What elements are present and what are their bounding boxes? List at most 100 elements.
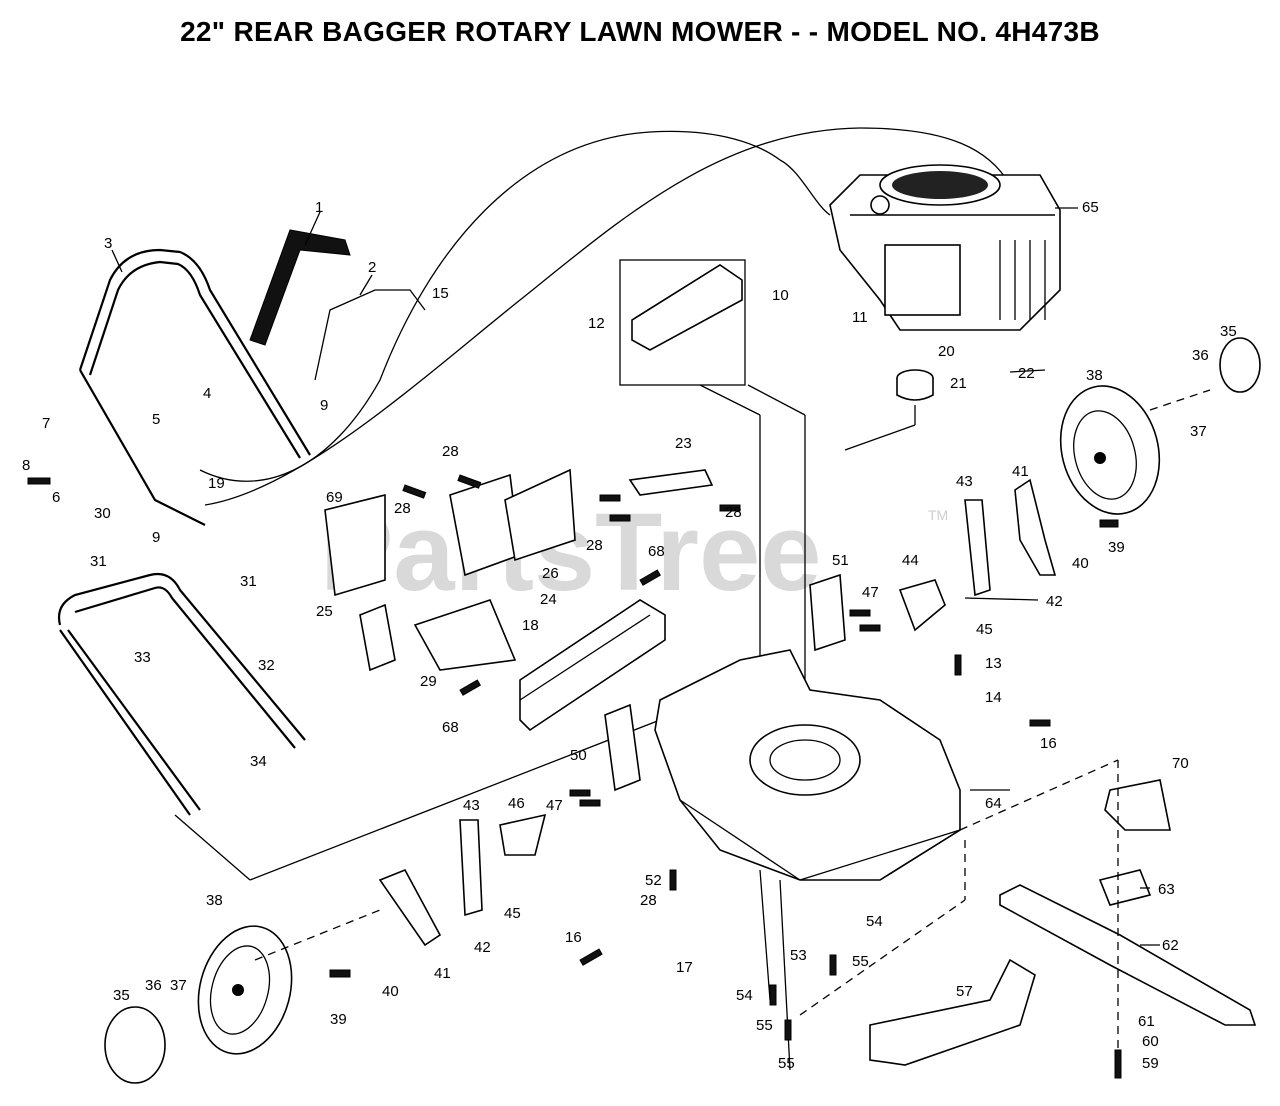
mower-deck (654, 649, 961, 881)
label-41b: 41 (434, 965, 451, 982)
height-adjuster-rear (898, 579, 946, 632)
label-36b: 36 (145, 977, 162, 994)
label-10: 10 (772, 287, 789, 304)
label-40b: 40 (382, 983, 399, 1000)
front-wheel (197, 925, 293, 1055)
label-23: 23 (675, 435, 692, 452)
wheel-bracket-front (378, 868, 442, 947)
label-21: 21 (950, 375, 967, 392)
deflector-70 (1104, 779, 1171, 831)
label-29: 29 (420, 673, 437, 690)
leader-lines (111, 207, 1160, 946)
label-51: 51 (832, 552, 849, 569)
label-69: 69 (326, 489, 343, 506)
label-18: 18 (522, 617, 539, 634)
rear-door-hinge (628, 469, 714, 496)
label-38b: 38 (206, 892, 223, 909)
label-12: 12 (588, 315, 605, 332)
label-40a: 40 (1072, 555, 1089, 572)
label-4: 4 (203, 385, 211, 402)
label-32: 32 (258, 657, 275, 674)
control-cable (204, 127, 1011, 506)
label-28d: 28 (725, 504, 742, 521)
engine (829, 164, 1061, 331)
label-41a: 41 (1012, 463, 1029, 480)
label-35b: 35 (113, 987, 130, 1004)
baffle (869, 958, 1036, 1066)
label-14: 14 (985, 689, 1002, 706)
label-11: 11 (852, 309, 868, 326)
handle-grip (249, 229, 351, 346)
label-42a: 42 (1046, 593, 1063, 610)
bracket-50 (604, 703, 641, 792)
hubcap-front (104, 1006, 166, 1084)
label-63: 63 (1158, 881, 1175, 898)
label-6: 6 (52, 489, 60, 506)
label-47a: 47 (862, 584, 879, 601)
label-17: 17 (676, 959, 693, 976)
label-25: 25 (316, 603, 333, 620)
hinge-bracket (504, 468, 576, 562)
bolts (27, 474, 1122, 1079)
label-68b: 68 (442, 719, 459, 736)
label-54b: 54 (736, 987, 753, 1004)
label-3: 3 (104, 235, 112, 252)
label-39a: 39 (1108, 539, 1125, 556)
label-70: 70 (1172, 755, 1189, 772)
label-7: 7 (42, 415, 50, 432)
label-8: 8 (22, 457, 30, 474)
label-31b: 31 (240, 573, 257, 590)
label-19: 19 (208, 475, 225, 492)
label-24: 24 (540, 591, 557, 608)
label-28a: 28 (442, 443, 459, 460)
label-55b: 55 (756, 1017, 773, 1034)
label-68a: 68 (648, 543, 665, 560)
label-28e: 28 (640, 892, 657, 909)
label-42b: 42 (474, 939, 491, 956)
label-59: 59 (1142, 1055, 1159, 1072)
label-45b: 45 (504, 905, 521, 922)
label-57: 57 (956, 983, 973, 1000)
rear-flap (519, 599, 666, 732)
label-9a: 9 (320, 397, 328, 414)
label-28c: 28 (586, 537, 603, 554)
label-2: 2 (368, 259, 376, 276)
label-44: 44 (902, 552, 919, 569)
label-36a: 36 (1192, 347, 1209, 364)
label-33: 33 (134, 649, 151, 666)
lever-rear (964, 499, 991, 597)
label-43b: 43 (463, 797, 480, 814)
label-30: 30 (94, 505, 111, 522)
lever-front (459, 819, 483, 917)
rear-wheel (1059, 385, 1161, 515)
lower-handle (57, 572, 306, 816)
label-35a: 35 (1220, 323, 1237, 340)
wheel-bracket-rear (1014, 478, 1057, 576)
label-47b: 47 (546, 797, 563, 814)
diagram-title: 22" REAR BAGGER ROTARY LAWN MOWER - - MO… (180, 16, 1100, 47)
label-16b: 16 (565, 929, 582, 946)
label-15: 15 (432, 285, 449, 302)
label-37b: 37 (170, 977, 187, 994)
label-13: 13 (985, 655, 1002, 672)
blade-adapter (1098, 869, 1152, 906)
label-46: 46 (508, 795, 525, 812)
label-43a: 43 (956, 473, 973, 490)
label-55a: 55 (852, 953, 869, 970)
label-31a: 31 (90, 553, 107, 570)
label-16a: 16 (1040, 735, 1057, 752)
label-52: 52 (645, 872, 662, 889)
bracket-29 (413, 599, 517, 671)
hubcap-rear (1219, 337, 1261, 393)
bracket-25 (359, 603, 396, 672)
label-54a: 54 (866, 913, 883, 930)
watermark-tm: TM (928, 507, 948, 523)
mower-blade (999, 884, 1257, 1026)
label-39b: 39 (330, 1011, 347, 1028)
label-9b: 9 (152, 529, 160, 546)
inset-box (619, 259, 746, 386)
label-5: 5 (152, 411, 160, 428)
label-38a: 38 (1086, 367, 1103, 384)
control-bail (314, 289, 426, 381)
label-28b: 28 (394, 500, 411, 517)
